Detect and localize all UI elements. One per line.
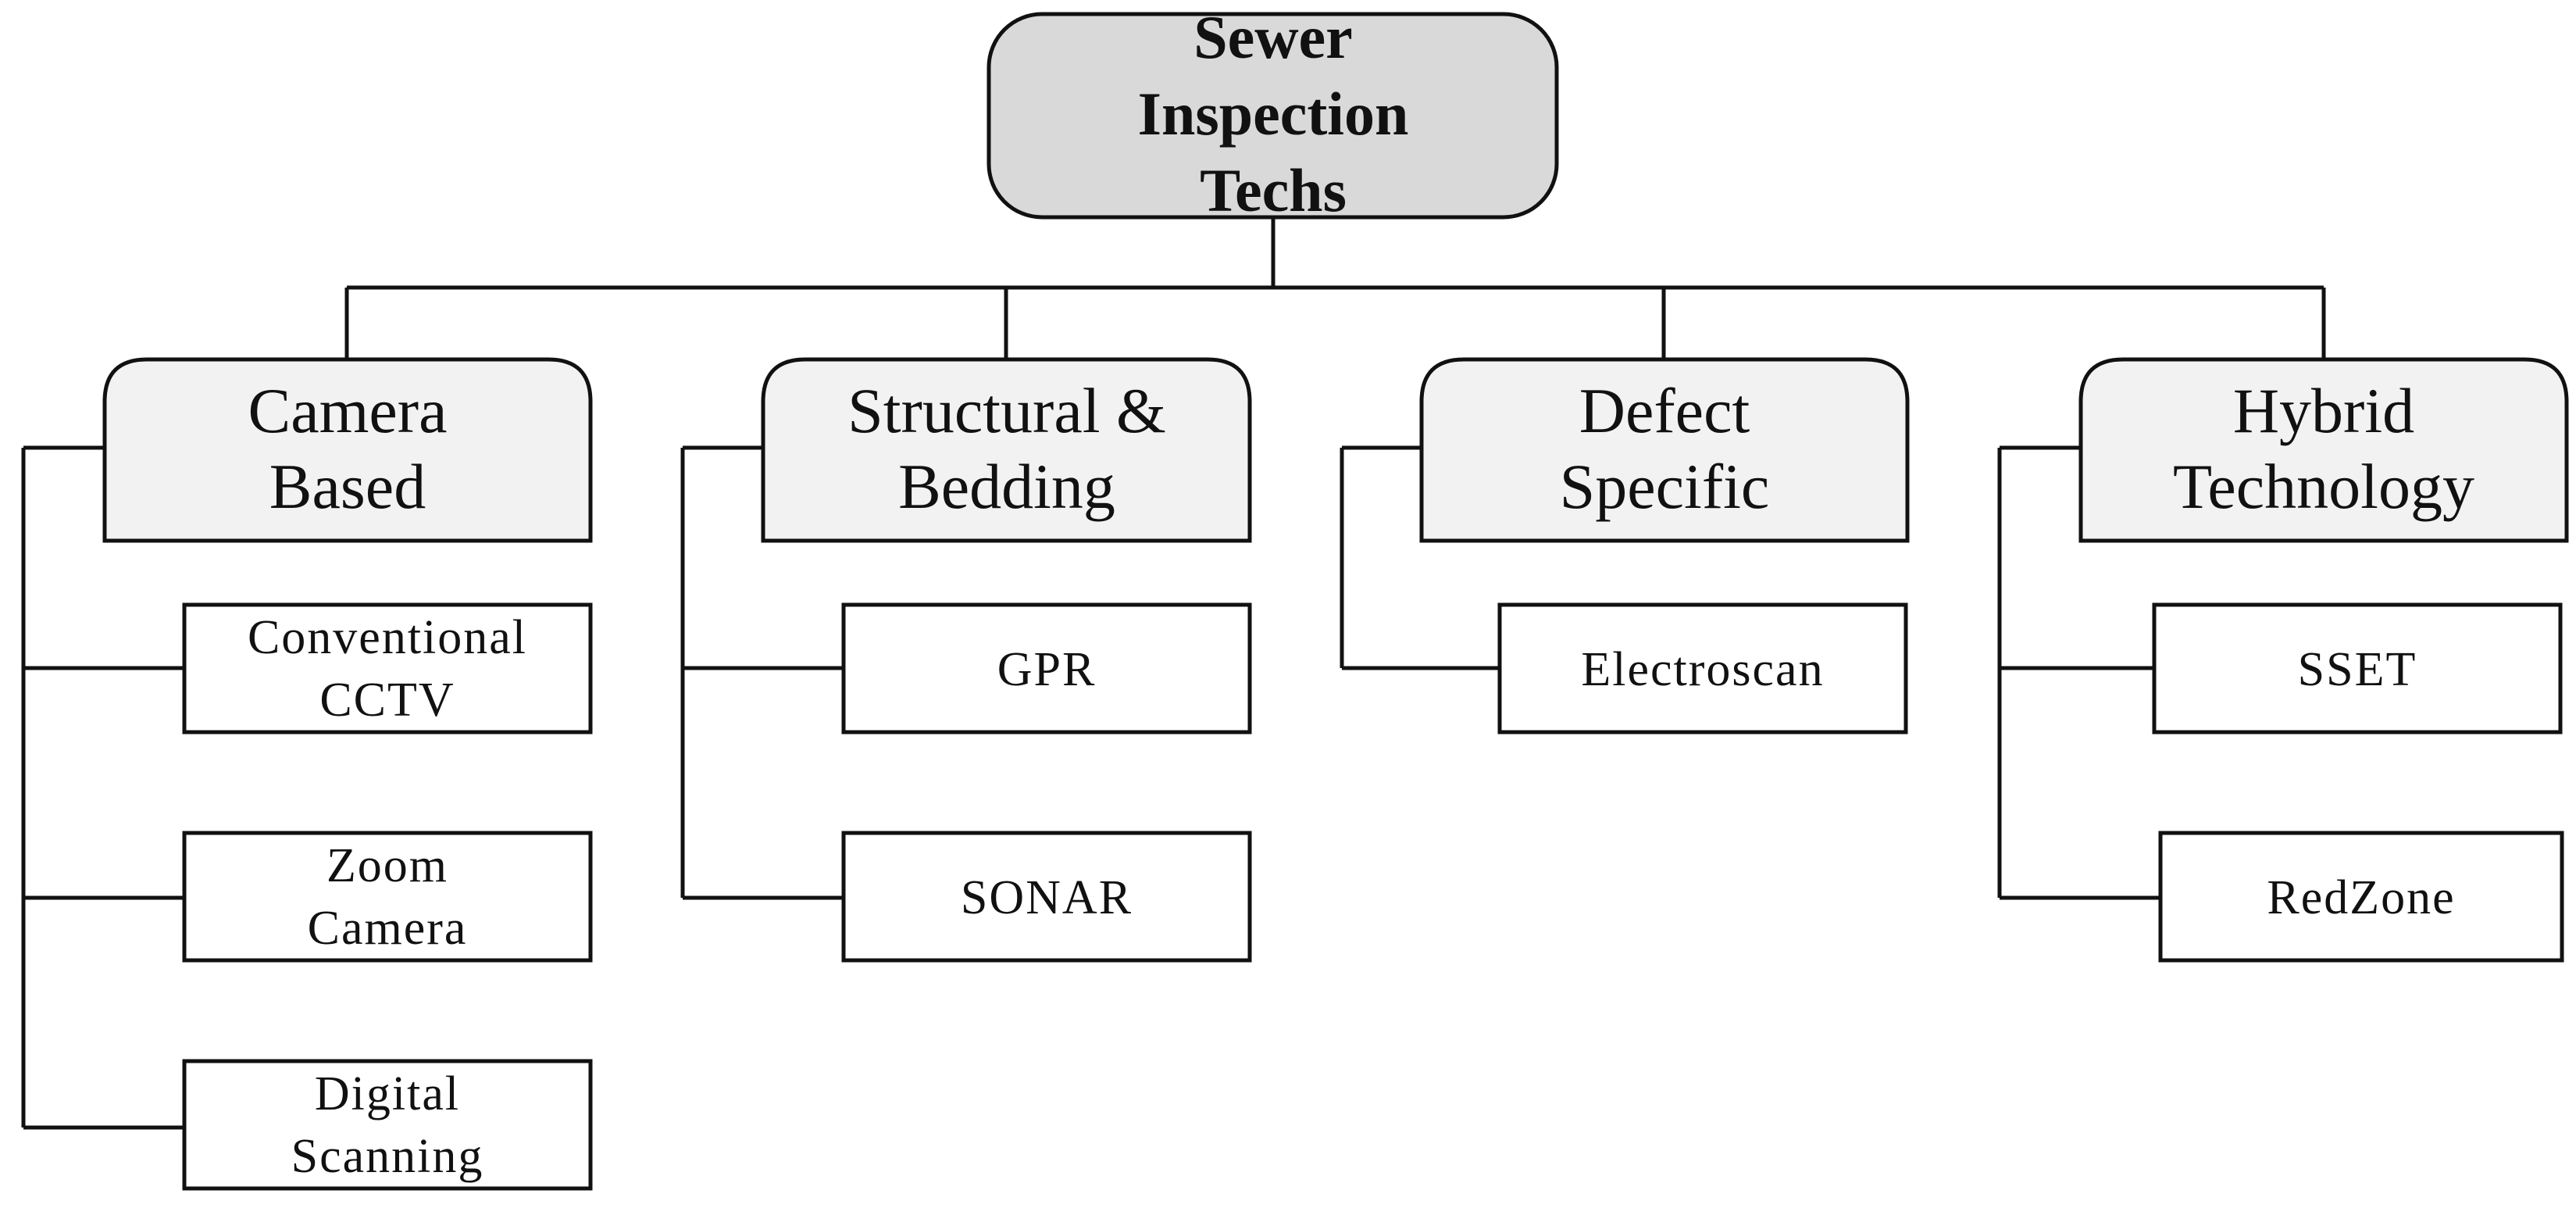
leaf-box xyxy=(182,1059,593,1191)
leaf-box xyxy=(1497,602,1908,734)
leaf-node-sonar: SONAR xyxy=(841,831,1252,963)
category-box xyxy=(1419,357,1910,543)
root-label-line-1: Sewer xyxy=(1193,3,1353,71)
category-label-line-1: Hybrid xyxy=(2233,375,2414,446)
category-label-line-1: Structural & xyxy=(847,375,1166,446)
category-box xyxy=(102,357,593,543)
category-node-structural-bedding: Structural & Bedding xyxy=(761,357,1252,543)
leaf-box xyxy=(2158,831,2564,963)
category-node-defect-specific: Defect Specific xyxy=(1419,357,1910,543)
leaf-label-line-1: SONAR xyxy=(961,871,1133,924)
root-label-line-2: Inspection xyxy=(1138,80,1409,148)
category-label-line-2: Based xyxy=(269,451,426,522)
root-box xyxy=(987,12,1559,220)
leaf-label-line-1: Conventional xyxy=(248,611,527,664)
leaf-label-line-1: SSET xyxy=(2298,643,2417,696)
leaf-label-line-1: GPR xyxy=(997,643,1097,696)
leaf-label-line-1: RedZone xyxy=(2267,871,2455,924)
leaf-label-line-2: Scanning xyxy=(291,1130,484,1183)
leaf-box xyxy=(841,831,1252,963)
category-box xyxy=(761,357,1252,543)
category-label-line-2: Bedding xyxy=(898,451,1115,522)
category-node-camera-based: Camera Based xyxy=(102,357,593,543)
category-label-line-1: Defect xyxy=(1579,375,1750,446)
leaf-node-electroscan: Electroscan xyxy=(1497,602,1908,734)
category-label-line-1: Camera xyxy=(248,375,448,446)
leaf-node-redzone: RedZone xyxy=(2158,831,2564,963)
leaf-label-line-2: Camera xyxy=(308,902,468,955)
leaf-box xyxy=(841,602,1252,734)
leaf-node-conventional-cctv: Conventional CCTV xyxy=(182,602,593,734)
category-box xyxy=(2078,357,2569,543)
leaf-label-line-1: Zoom xyxy=(326,839,448,892)
category-label-line-2: Technology xyxy=(2173,451,2474,522)
leaf-box xyxy=(182,602,593,734)
root-label-line-3: Techs xyxy=(1200,156,1347,224)
leaf-box xyxy=(182,831,593,963)
leaf-node-digital-scanning: Digital Scanning xyxy=(182,1059,593,1191)
leaf-label-line-1: Electroscan xyxy=(1581,643,1824,696)
leaf-node-sset: SSET xyxy=(2152,602,2563,734)
connectors xyxy=(21,217,2326,1130)
root-node: Sewer Inspection Techs xyxy=(987,3,1559,224)
leaf-label-line-2: CCTV xyxy=(319,674,455,727)
leaf-node-zoom-camera: Zoom Camera xyxy=(182,831,593,963)
leaf-node-gpr: GPR xyxy=(841,602,1252,734)
category-node-hybrid-technology: Hybrid Technology xyxy=(2078,357,2569,543)
leaf-box xyxy=(2152,602,2563,734)
leaf-label-line-1: Digital xyxy=(315,1067,460,1120)
category-label-line-2: Specific xyxy=(1560,451,1770,522)
